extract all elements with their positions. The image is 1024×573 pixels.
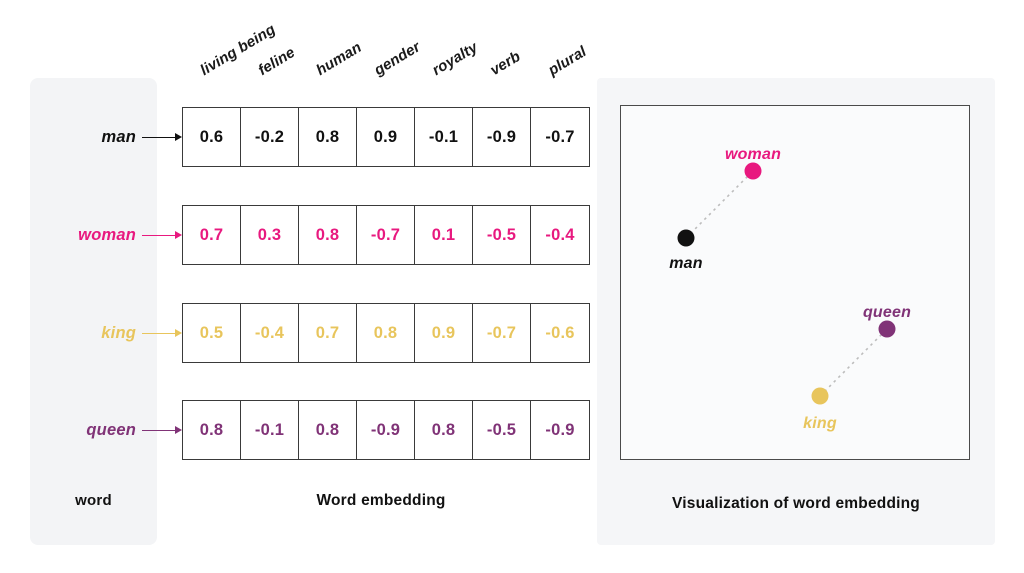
embedding-cell: -0.5 (473, 401, 531, 459)
embedding-cell: 0.8 (357, 304, 415, 362)
embedding-cell: 0.8 (299, 401, 357, 459)
embedding-cell: -0.1 (415, 108, 473, 166)
embedding-cell: 0.8 (299, 108, 357, 166)
word-label-queen: queen (86, 420, 136, 439)
visualization-caption: Visualization of word embedding (672, 495, 920, 512)
word-row-queen: queen (40, 417, 182, 443)
embedding-cell: 0.9 (357, 108, 415, 166)
word-label-man: man (101, 127, 136, 146)
embedding-cell: -0.9 (473, 108, 531, 166)
embedding-caption: Word embedding (316, 492, 446, 509)
arrow-icon (142, 132, 182, 143)
word-row-man: man (40, 124, 182, 150)
connector-king-queen (819, 328, 888, 397)
column-header-human: human (313, 38, 365, 79)
embedding-cell: 0.8 (183, 401, 241, 459)
embedding-cell: 0.6 (183, 108, 241, 166)
embedding-cell: -0.9 (357, 401, 415, 459)
embedding-cell: -0.7 (545, 127, 575, 146)
connector-lines (685, 170, 888, 397)
embedding-cell: -0.7 (473, 304, 531, 362)
scatter-dot-queen[interactable] (878, 320, 896, 338)
embedding-cell: 0.1 (415, 206, 473, 264)
scatter-label-woman: woman (724, 146, 782, 163)
arrow-icon (142, 230, 182, 241)
embedding-cell: 0.3 (241, 206, 299, 264)
embedding-cell: -0.4 (241, 304, 299, 362)
embedding-cell: 0.7 (299, 304, 357, 362)
column-header-verb: verb (487, 47, 524, 79)
column-header-royalty: royalty (429, 38, 481, 79)
arrow-icon (142, 328, 182, 339)
embedding-cell: -0.4 (545, 225, 575, 244)
connector-man-woman (685, 170, 754, 239)
word-row-king: king (40, 320, 182, 346)
column-header-plural: plural (545, 43, 590, 79)
embedding-cell: -0.1 (241, 401, 299, 459)
embedding-cell: 0.8 (299, 206, 357, 264)
embedding-cell: -0.7 (357, 206, 415, 264)
embedding-cell: 0.9 (415, 304, 473, 362)
embedding-cell: 0.8 (415, 401, 473, 459)
embedding-cell: -0.5 (473, 206, 531, 264)
scatter-label-queen: queen (862, 304, 912, 321)
word-label-woman: woman (78, 225, 136, 244)
scatter-dot-woman[interactable] (744, 162, 762, 180)
embedding-cell: -0.6 (545, 323, 575, 342)
word-row-woman: woman (40, 222, 182, 248)
visualization-plot-area (620, 105, 970, 460)
arrow-icon (142, 425, 182, 436)
embedding-cell: -0.2 (241, 108, 299, 166)
column-header-feline: feline (255, 43, 299, 79)
word-column-panel (30, 78, 157, 545)
scatter-label-man: man (669, 255, 703, 272)
embedding-cell: -0.9 (545, 420, 575, 439)
column-header-gender: gender (371, 38, 424, 79)
embedding-cell: 0.7 (183, 206, 241, 264)
word-column-caption: word (75, 492, 112, 509)
embedding-cell: 0.5 (183, 304, 241, 362)
scatter-dot-man[interactable] (677, 229, 695, 247)
scatter-label-king: king (803, 415, 837, 432)
scatter-dot-king[interactable] (811, 387, 829, 405)
word-label-king: king (101, 323, 136, 342)
